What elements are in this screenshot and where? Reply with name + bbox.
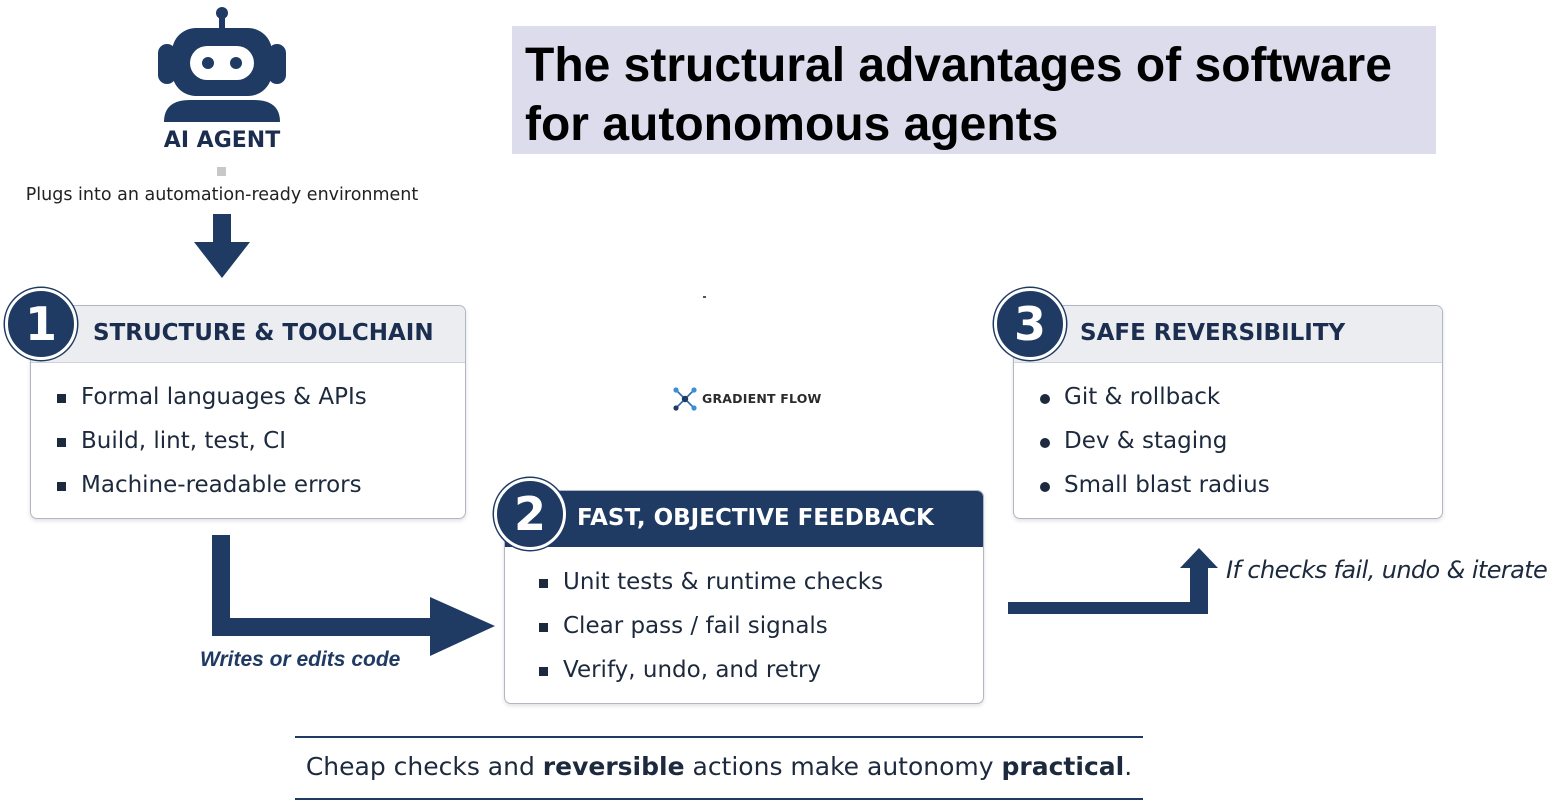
robot-icon bbox=[158, 7, 286, 122]
tagline-emphasis: practical bbox=[1001, 752, 1125, 781]
bullet-icon bbox=[1040, 394, 1050, 404]
list-item: Git & rollback bbox=[1038, 384, 1270, 428]
list-item: Unit tests & runtime checks bbox=[537, 569, 883, 613]
card-list: Formal languages & APIs Build, lint, tes… bbox=[55, 384, 367, 516]
list-item: Dev & staging bbox=[1038, 428, 1270, 472]
list-item: Formal languages & APIs bbox=[55, 384, 367, 428]
list-item: Machine-readable errors bbox=[55, 472, 367, 516]
card-list: Git & rollback Dev & staging Small blast… bbox=[1038, 384, 1270, 516]
tagline: Cheap checks and reversible actions make… bbox=[295, 752, 1143, 781]
agent-caption: Plugs into an automation-ready environme… bbox=[25, 185, 419, 205]
tagline-text: Cheap checks and bbox=[305, 752, 543, 781]
step-number-badge: 1 bbox=[5, 288, 77, 360]
list-item-text: Verify, undo, and retry bbox=[563, 657, 822, 683]
list-item-text: Build, lint, test, CI bbox=[81, 428, 286, 454]
card-header: STRUCTURE & TOOLCHAIN bbox=[31, 306, 465, 363]
step-number-badge: 2 bbox=[494, 478, 566, 550]
bullet-icon bbox=[57, 438, 66, 447]
bullet-icon bbox=[539, 623, 548, 632]
title-background bbox=[512, 26, 1436, 154]
list-item-text: Git & rollback bbox=[1064, 384, 1221, 410]
tagline-emphasis: reversible bbox=[542, 752, 685, 781]
card-title: STRUCTURE & TOOLCHAIN bbox=[93, 320, 434, 346]
card-header: SAFE REVERSIBILITY bbox=[1014, 306, 1442, 363]
bullet-icon bbox=[539, 667, 548, 676]
page-title: The structural advantages of software fo… bbox=[525, 39, 1392, 151]
list-item-text: Machine-readable errors bbox=[81, 472, 362, 498]
list-item-text: Small blast radius bbox=[1064, 472, 1270, 498]
card-header: FAST, OBJECTIVE FEEDBACK bbox=[505, 491, 983, 547]
connector-dot bbox=[217, 167, 226, 176]
network-nodes-icon bbox=[673, 387, 697, 411]
card-list: Unit tests & runtime checks Clear pass /… bbox=[537, 569, 883, 701]
logo-text: GRADIENT FLOW bbox=[702, 391, 822, 406]
list-item-text: Clear pass / fail signals bbox=[563, 613, 828, 639]
bullet-icon bbox=[57, 394, 66, 403]
list-item-text: Formal languages & APIs bbox=[81, 384, 367, 410]
stray-mark bbox=[703, 296, 706, 298]
bullet-icon bbox=[1040, 482, 1050, 492]
iterate-label: If checks fail, undo & iterate bbox=[1226, 556, 1548, 584]
tagline-rule-top bbox=[295, 736, 1143, 738]
list-item-text: Unit tests & runtime checks bbox=[563, 569, 884, 595]
card-title: FAST, OBJECTIVE FEEDBACK bbox=[577, 505, 934, 531]
bullet-icon bbox=[539, 579, 548, 588]
bullet-icon bbox=[1040, 438, 1050, 448]
card-safe-reversibility: SAFE REVERSIBILITY Git & rollback Dev & … bbox=[1013, 305, 1443, 519]
bullet-icon bbox=[57, 482, 66, 491]
list-item: Clear pass / fail signals bbox=[537, 613, 883, 657]
tagline-rule-bottom bbox=[295, 798, 1143, 800]
tagline-text: . bbox=[1124, 752, 1133, 781]
card-title: SAFE REVERSIBILITY bbox=[1080, 320, 1346, 346]
card-structure-toolchain: STRUCTURE & TOOLCHAIN Formal languages &… bbox=[30, 305, 466, 519]
list-item: Small blast radius bbox=[1038, 472, 1270, 516]
list-item-text: Dev & staging bbox=[1064, 428, 1228, 454]
list-item: Build, lint, test, CI bbox=[55, 428, 367, 472]
down-arrow-icon bbox=[194, 214, 250, 278]
agent-label: AI AGENT bbox=[163, 128, 281, 153]
writes-code-arrow bbox=[212, 535, 495, 656]
iterate-arrow bbox=[1008, 548, 1218, 614]
list-item: Verify, undo, and retry bbox=[537, 657, 883, 701]
writes-code-label: Writes or edits code bbox=[200, 648, 401, 671]
card-fast-feedback: FAST, OBJECTIVE FEEDBACK Unit tests & ru… bbox=[504, 490, 984, 704]
step-number-badge: 3 bbox=[994, 288, 1066, 360]
tagline-text: actions make autonomy bbox=[684, 752, 1002, 781]
